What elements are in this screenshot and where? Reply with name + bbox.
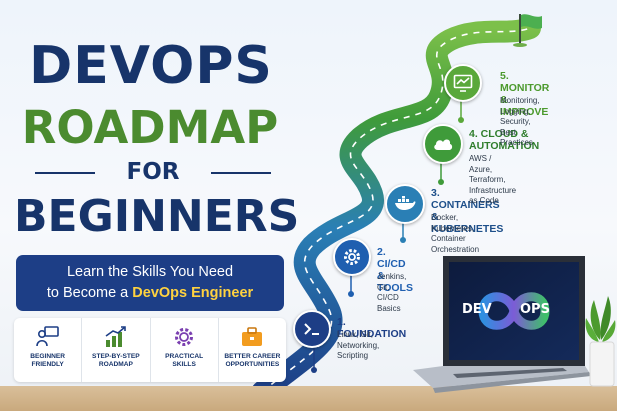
banner-line-2-prefix: to Become a xyxy=(46,285,133,301)
title-roadmap: ROADMAP xyxy=(21,101,279,154)
step-3-desc: Docker, Kubernetes, Container Orchestrat… xyxy=(431,213,480,254)
step-2-title: 2. CI/CD & TOOLS xyxy=(377,246,413,294)
laptop-ops-text: OPS xyxy=(520,302,550,317)
growth-chart-icon xyxy=(105,326,126,347)
title-beginners: BEGINNERS xyxy=(14,191,300,242)
gear-icon xyxy=(344,249,360,265)
monitor-chart-icon xyxy=(453,74,473,92)
step-3-title: 3. CONTAINERS & KUBERNETES xyxy=(431,187,504,235)
feature-beginner-friendly: BEGINNER FRIENDLY xyxy=(14,318,83,382)
step-5-title: 5. MONITOR & IMPROVE xyxy=(500,70,550,118)
step-1-title: 1. FOUNDATION xyxy=(337,316,407,340)
feature-step-by-step: STEP-BY-STEP ROADMAP xyxy=(82,318,151,382)
terminal-icon xyxy=(304,323,319,335)
feature-strip: BEGINNER FRIENDLY STEP-BY-STEP ROADMAP P… xyxy=(14,318,286,382)
subtitle-banner: Learn the Skills You Need to Become a De… xyxy=(16,255,284,311)
step-4-badge xyxy=(423,124,463,164)
step-5-desc: Monitoring, Logging, Security, Best Prac… xyxy=(500,96,540,147)
step-1-desc: Linux, Git, Networking, Scripting xyxy=(337,330,380,360)
step-1-badge xyxy=(293,310,331,348)
feature-label: STEP-BY-STEP ROADMAP xyxy=(92,353,140,368)
cloud-icon xyxy=(434,139,453,150)
docker-whale-icon xyxy=(395,196,416,210)
feature-better-career: BETTER CAREER OPPORTUNITIES xyxy=(219,318,286,382)
step-4-title: 4. CLOUD & AUTOMATION xyxy=(469,128,540,152)
step-2-badge xyxy=(333,238,371,276)
feature-label: PRACTICAL SKILLS xyxy=(165,353,204,368)
desk-surface xyxy=(0,386,617,411)
feature-practical-skills: PRACTICAL SKILLS xyxy=(151,318,219,382)
feature-label: BEGINNER FRIENDLY xyxy=(30,353,66,368)
banner-highlight: DevOps Engineer xyxy=(132,285,254,301)
gear-icon xyxy=(175,328,194,346)
feature-label: BETTER CAREER OPPORTUNITIES xyxy=(224,353,281,368)
step-2-desc: Jenkins, Git, CI/CD Basics xyxy=(377,272,407,313)
laptop-dev-text: DEV xyxy=(462,302,492,317)
banner-line-1: Learn the Skills You Need xyxy=(66,264,234,280)
potted-plant-illustration xyxy=(585,296,616,387)
title-block: DEVOPS ROADMAP FOR BEGINNERS Learn the S… xyxy=(0,0,300,411)
finish-flag-icon xyxy=(513,14,542,47)
banner-line-2: to Become a DevOps Engineer xyxy=(16,283,284,304)
step-5-badge xyxy=(444,64,482,102)
title-devops: DEVOPS xyxy=(29,36,273,96)
step-4-desc: AWS / Azure, Terraform, Infrastructure a… xyxy=(469,154,517,205)
step-3-badge xyxy=(385,184,425,224)
person-board-icon xyxy=(35,326,59,347)
laptop-illustration xyxy=(413,256,591,393)
title-for: FOR xyxy=(35,158,271,186)
briefcase-icon xyxy=(242,327,263,346)
